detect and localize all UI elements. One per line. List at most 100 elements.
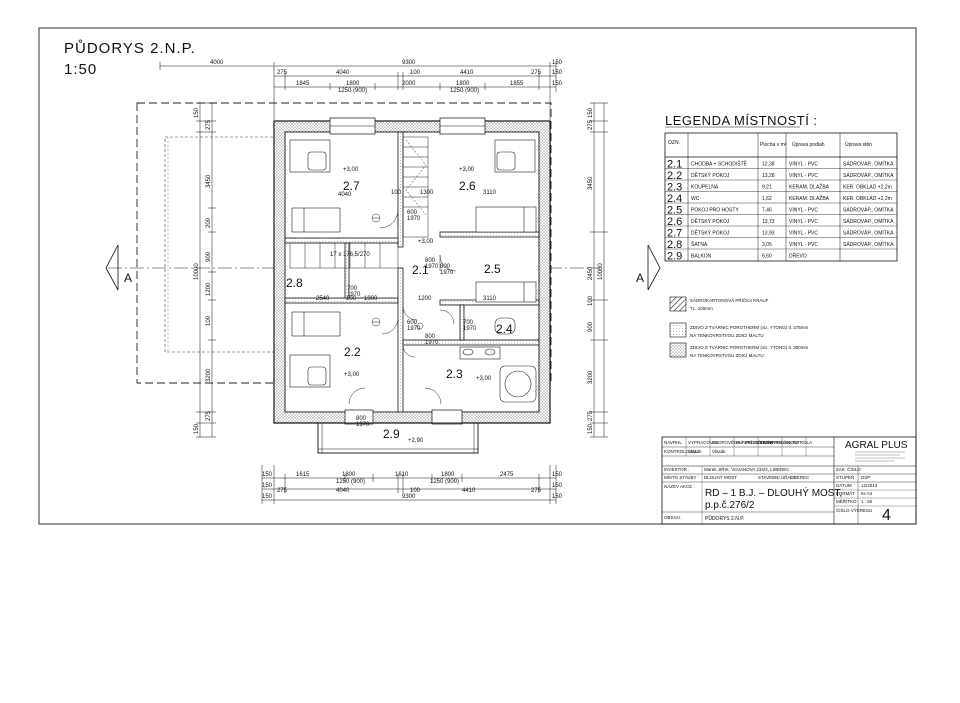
svg-text:1800: 1800 — [441, 472, 455, 478]
svg-text:100: 100 — [206, 315, 212, 326]
room-2-4: 2.4 — [496, 322, 513, 336]
legend-header-id: OZN. — [668, 140, 680, 146]
room-2-2-level: +3,00 — [344, 372, 360, 378]
legend-row-area: 13,73 — [762, 219, 775, 225]
svg-text:150: 150 — [194, 107, 200, 118]
material-swatch-partition — [669, 296, 687, 312]
legend-row-area: 13,28 — [762, 173, 775, 179]
svg-text:150: 150 — [262, 494, 273, 500]
left-dimensions — [196, 102, 216, 438]
title-block: AGRAL PLUS NAVRHL VYPRACOVAL ZODPOVĚDNÝ … — [661, 436, 917, 525]
legend-row-id: 2.1 — [667, 159, 682, 171]
legend-header-area: Plocha v m² — [760, 142, 787, 148]
svg-text:NA TENKOVRSTVOU ZDICÍ MALTU: NA TENKOVRSTVOU ZDICÍ MALTU — [690, 352, 764, 358]
svg-text:150: 150 — [588, 423, 594, 434]
section-mark-right — [647, 244, 661, 291]
svg-text:100: 100 — [410, 70, 421, 76]
svg-text:3450: 3450 — [206, 174, 212, 188]
svg-text:TECHNICKÁ KONTROLA: TECHNICKÁ KONTROLA — [760, 439, 812, 445]
svg-text:1610: 1610 — [395, 472, 409, 478]
svg-text:1800: 1800 — [346, 81, 360, 87]
svg-text:100: 100 — [410, 488, 421, 494]
legend-row-floor: DŘEVO — [789, 252, 807, 260]
svg-text:9300: 9300 — [402, 60, 416, 66]
legend-header-wall: Úprava stěn — [845, 141, 872, 148]
svg-text:INVESTOR :: INVESTOR : — [664, 467, 689, 472]
legend-row-area: 7,46 — [762, 208, 772, 214]
svg-text:NAVRHL: NAVRHL — [664, 440, 682, 445]
room-2-6: 2.6 — [459, 179, 476, 193]
room-2-7-level: +3,00 — [343, 167, 359, 173]
lower-roof-outline — [164, 136, 276, 353]
legend-row-id: 2.3 — [667, 182, 682, 194]
legend-table: OZN. Plocha v m² Úprava podlah Úprava st… — [664, 132, 898, 263]
room-2-7: 2.7 — [343, 179, 360, 193]
stage-value: DSP — [861, 475, 870, 480]
room-2-3-level: +3,00 — [476, 376, 492, 382]
svg-text:150: 150 — [552, 472, 563, 478]
svg-text:9300: 9300 — [402, 494, 416, 500]
legend-row-wall: SÁDROVÁP., OMÍTKA — [843, 207, 894, 214]
svg-text:900: 900 — [588, 321, 594, 332]
room-2-6-level: +3,00 — [459, 167, 475, 173]
legend-row-area: 12,38 — [762, 162, 775, 168]
legend-row-area: 9,21 — [762, 185, 772, 191]
svg-text:1300: 1300 — [420, 190, 434, 196]
svg-text:Vlasák: Vlasák — [712, 449, 726, 454]
svg-text:4040: 4040 — [336, 488, 350, 494]
svg-text:1855: 1855 — [510, 81, 524, 87]
legend-header-floor: Úprava podlah — [792, 141, 825, 148]
stair-label: 17 x 176,5/270 — [330, 252, 370, 258]
svg-text:2450: 2450 — [588, 266, 594, 280]
svg-text:MÍSTO STAVBY :: MÍSTO STAVBY : — [664, 474, 699, 480]
svg-text:275: 275 — [531, 70, 542, 76]
section-mark-left — [105, 244, 119, 291]
legend-row-name: ŠATNA — [691, 241, 708, 248]
legend-row-name: POKOJ PRO HOSTY — [691, 208, 739, 214]
svg-text:275: 275 — [588, 119, 594, 130]
inner-dimensions: 4040 100 1300 3110 2540 100 1900 1200 31… — [316, 190, 497, 302]
svg-text:1800: 1800 — [342, 472, 356, 478]
legend-row-id: 2.8 — [667, 239, 682, 251]
svg-text:1250 (900): 1250 (900) — [430, 479, 459, 485]
legend-row-name: DĚTSKÝ POKOJ — [691, 217, 730, 225]
svg-text:NA TENKOVRSTVOU ZDICÍ MALTU: NA TENKOVRSTVOU ZDICÍ MALTU — [690, 332, 764, 338]
legend-row-name: BALKON — [691, 254, 712, 260]
section-label-left: A — [124, 271, 132, 285]
sheet-number: 4 — [882, 507, 891, 524]
investor: Marek JIŘIK, VOJANOVA 234/3, LIBEREC — [704, 465, 790, 472]
svg-text:150: 150 — [588, 107, 594, 118]
svg-text:10000: 10000 — [194, 263, 200, 280]
svg-text:150: 150 — [552, 81, 563, 87]
svg-text:10000: 10000 — [598, 263, 604, 280]
svg-text:275: 275 — [531, 488, 542, 494]
svg-text:1615: 1615 — [296, 472, 310, 478]
room-2-8: 2.8 — [286, 276, 303, 290]
legend-row-floor: VINYL - PVC — [789, 231, 818, 237]
legend-row-wall: SÁDROVÁP., OMÍTKA — [843, 218, 894, 225]
svg-text:ZODPOVĚDNÝ PROJEKTANT: ZODPOVĚDNÝ PROJEKTANT — [712, 438, 774, 445]
legend-row-name: CHODBA + SCHODIŠTĚ — [691, 160, 748, 168]
legend-row-id: 2.7 — [667, 228, 682, 240]
svg-text:2000: 2000 — [402, 81, 416, 87]
svg-text:3200: 3200 — [206, 368, 212, 382]
company-name: AGRAL PLUS — [845, 440, 908, 451]
svg-text:1200: 1200 — [418, 296, 432, 302]
svg-text:150: 150 — [262, 472, 273, 478]
door-swings — [348, 209, 457, 405]
section-label-right: A — [636, 271, 644, 285]
sheet-border — [38, 27, 917, 525]
balcony — [317, 422, 479, 454]
svg-text:1250 (900): 1250 (900) — [450, 88, 479, 94]
room-2-9: 2.9 — [383, 427, 400, 441]
svg-text:900: 900 — [206, 251, 212, 262]
drawing-title: PŮDORYS 2.N.P. — [64, 39, 196, 57]
svg-text:1800: 1800 — [456, 81, 470, 87]
svg-text:TL. 100mm: TL. 100mm — [690, 306, 713, 311]
